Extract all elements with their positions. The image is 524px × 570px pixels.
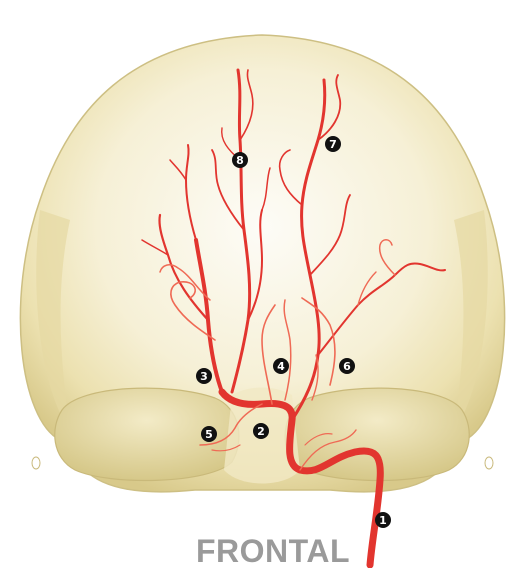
marker-8: 8 xyxy=(232,152,248,168)
marker-8-label: 8 xyxy=(236,154,244,167)
marker-7: 7 xyxy=(325,136,341,152)
marker-1-label: 1 xyxy=(379,514,387,527)
marker-6-label: 6 xyxy=(343,360,351,373)
marker-2: 2 xyxy=(253,423,269,439)
marker-1: 1 xyxy=(375,512,391,528)
view-caption: FRONTAL xyxy=(196,533,356,570)
marker-7-label: 7 xyxy=(329,138,337,151)
marker-6: 6 xyxy=(339,358,355,374)
left-foramen xyxy=(32,457,40,469)
marker-2-label: 2 xyxy=(257,425,265,438)
marker-3: 3 xyxy=(196,368,212,384)
marker-3-label: 3 xyxy=(200,370,208,383)
marker-4: 4 xyxy=(273,358,289,374)
marker-4-label: 4 xyxy=(277,360,285,373)
marker-5: 5 xyxy=(201,426,217,442)
marker-5-label: 5 xyxy=(205,428,213,441)
right-foramen xyxy=(485,457,493,469)
